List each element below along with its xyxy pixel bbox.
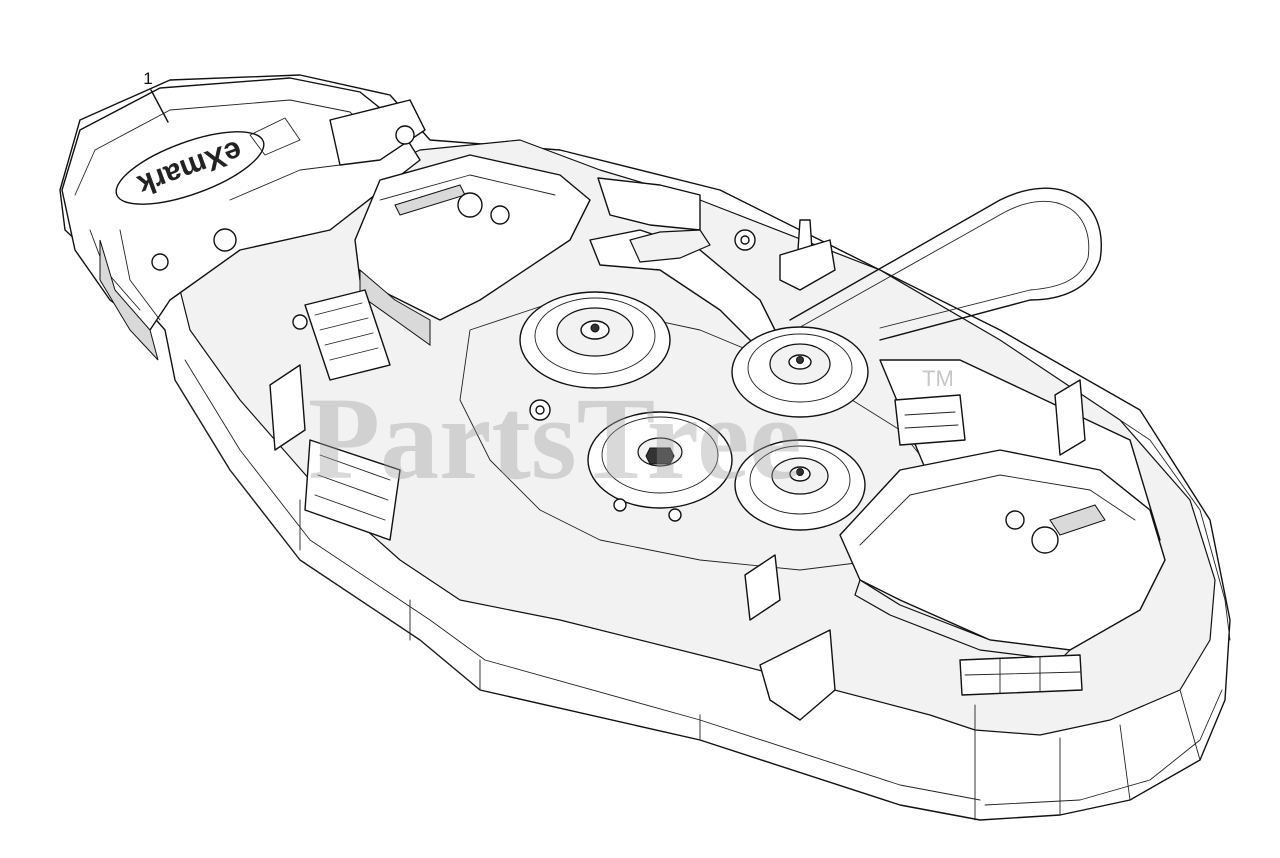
safety-decal-plate: [894, 394, 966, 446]
left-deck-shroud: eXmark: [61, 77, 426, 361]
callout-number: 1: [143, 69, 152, 88]
spindle-pulley-center: [587, 411, 733, 509]
spindle-pulley-left: [519, 291, 671, 389]
drive-belt: [789, 187, 1102, 341]
idler-arm-assembly: [589, 177, 836, 351]
left-belt-cover: [354, 154, 591, 346]
safety-decal-right: [959, 654, 1083, 696]
watermark-trademark: TM: [922, 366, 954, 391]
idler-pulley-right: [731, 326, 869, 418]
right-belt-cover: [839, 449, 1166, 661]
watermark: PartsTree TM: [308, 366, 954, 504]
idler-pulley-lower: [734, 439, 866, 531]
model-decal: [304, 439, 401, 541]
watermark-text: PartsTree: [308, 373, 802, 504]
callout-1: 1: [143, 69, 169, 123]
deck-brackets: [269, 314, 1086, 721]
safety-decal-left: [304, 289, 391, 381]
